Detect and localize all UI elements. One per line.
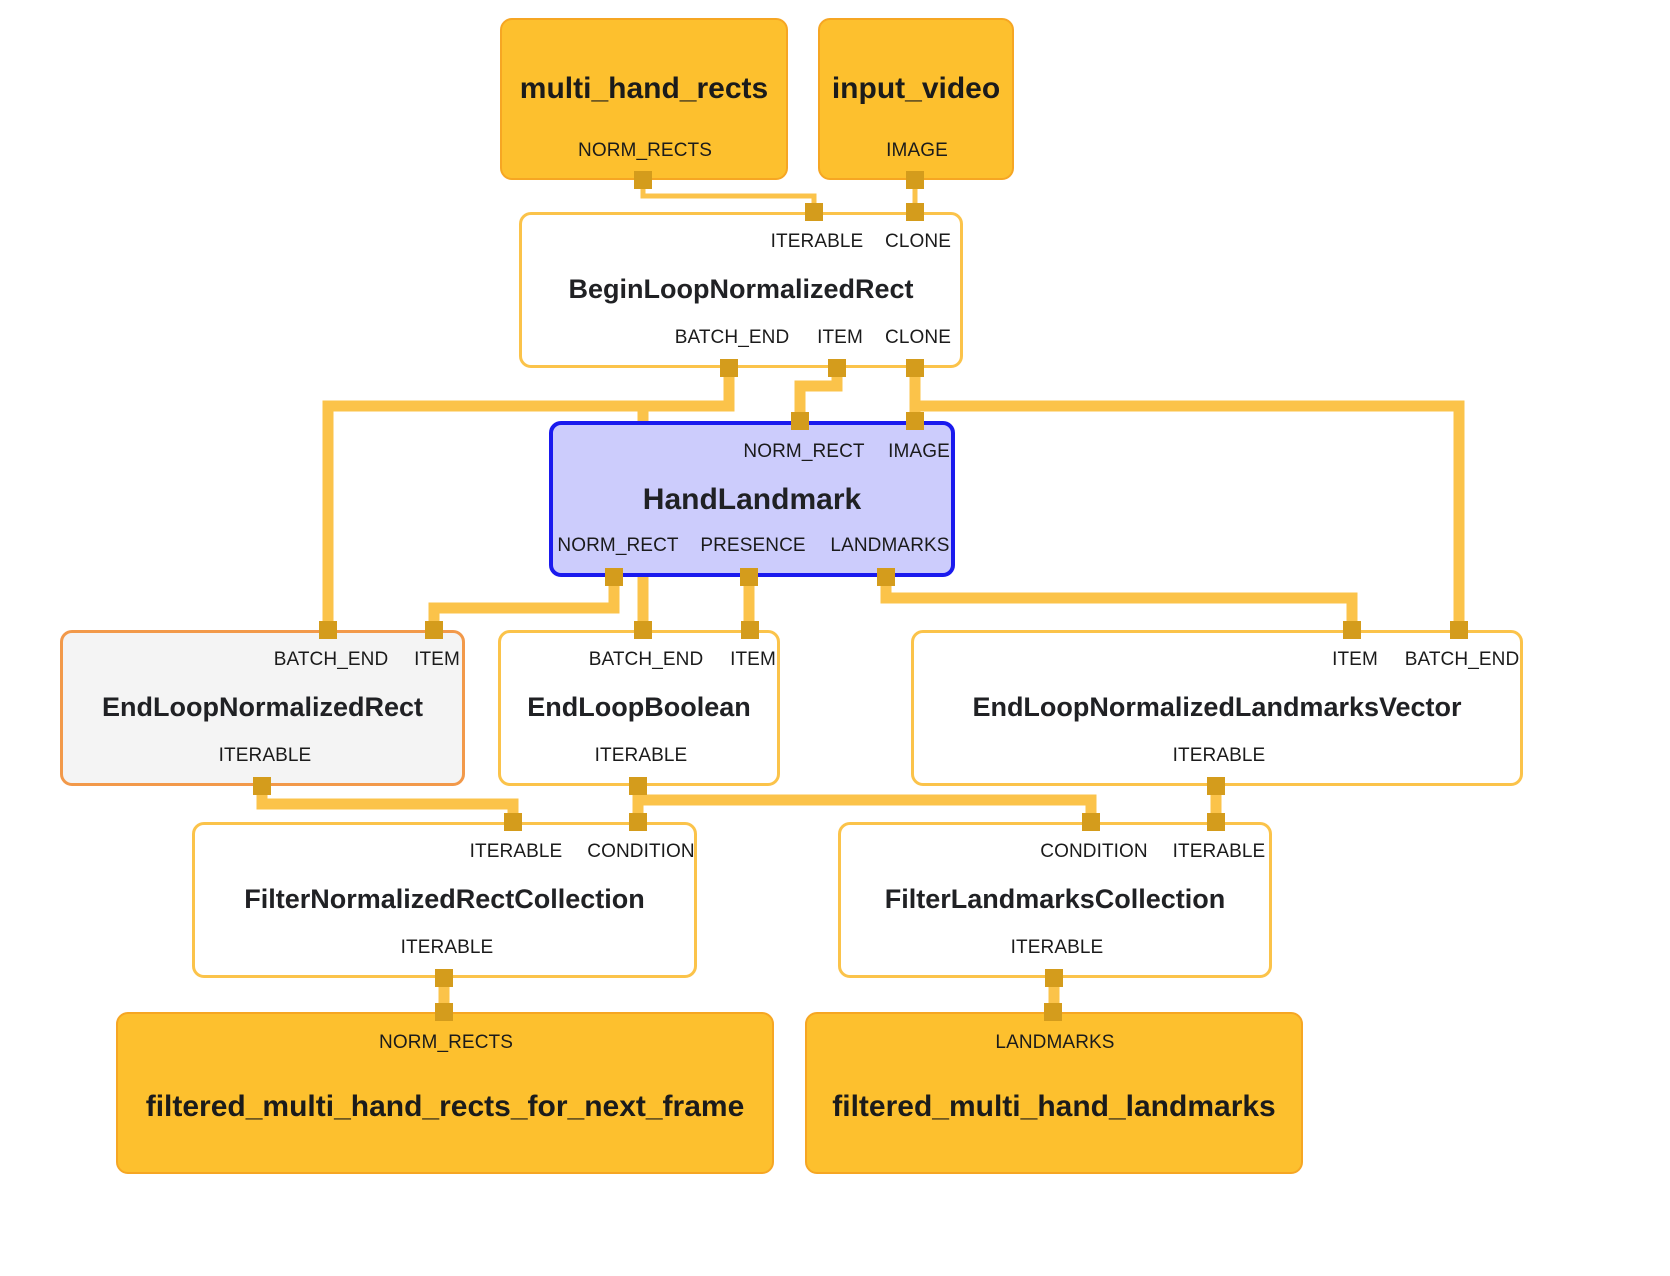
node-hand-landmark[interactable]: NORM_RECT IMAGE HandLandmark NORM_RECT P… [549, 421, 955, 577]
port-HandLandmark-LANDMARKS-out[interactable] [877, 568, 895, 586]
port-label-begin-batch-end: BATCH_END [674, 327, 790, 348]
node-title-filter-landmarks-collection: FilterLandmarksCollection [884, 884, 1226, 915]
port-label-fnrc-iterable-out: ITERABLE [400, 937, 494, 958]
node-title-filtered-multi-hand-landmarks: filtered_multi_hand_landmarks [832, 1089, 1276, 1123]
port-BeginLoopNormalizedRect-BATCH_END-out[interactable] [720, 359, 738, 377]
node-end-loop-normalized-rect[interactable]: BATCH_END ITEM EndLoopNormalizedRect ITE… [60, 630, 465, 786]
port-label-fnrc-iterable-in: ITERABLE [469, 841, 563, 862]
port-label-ellv-iterable: ITERABLE [1172, 745, 1266, 766]
port-EndLoopBoolean-BATCH_END-in[interactable] [634, 621, 652, 639]
port-FilterNormalizedRectCollection-ITERABLE-in[interactable] [504, 813, 522, 831]
port-EndLoopBoolean-ITEM-in[interactable] [741, 621, 759, 639]
port-BeginLoopNormalizedRect-ITERABLE-in[interactable] [805, 203, 823, 221]
port-label-hl-image-in: IMAGE [888, 441, 950, 462]
node-title-multi-hand-rects: multi_hand_rects [519, 71, 769, 105]
port-label-fnrc-condition: CONDITION [587, 841, 695, 862]
port-label-elb-item: ITEM [730, 649, 776, 670]
port-BeginLoopNormalizedRect-ITEM-out[interactable] [828, 359, 846, 377]
node-begin-loop-normalized-rect[interactable]: ITERABLE CLONE BeginLoopNormalizedRect B… [519, 212, 963, 368]
port-BeginLoopNormalizedRect-CLONE-in[interactable] [906, 203, 924, 221]
port-label-elr-iterable: ITERABLE [218, 745, 312, 766]
port-label-hl-norm-rect-out: NORM_RECT [557, 535, 679, 556]
port-label-begin-iterable-in: ITERABLE [770, 231, 864, 252]
port-label-fmhr-norm-rects: NORM_RECTS [378, 1032, 514, 1053]
port-filtered_multi_hand_rects_for_next_frame-NORM_RECTS-in[interactable] [435, 1003, 453, 1021]
port-HandLandmark-PRESENCE-out[interactable] [740, 568, 758, 586]
port-EndLoopBoolean-ITERABLE-out[interactable] [629, 777, 647, 795]
node-input-video[interactable]: input_video IMAGE [818, 18, 1014, 180]
port-label-hl-norm-rect-in: NORM_RECT [743, 441, 865, 462]
port-EndLoopNormalizedRect-BATCH_END-in[interactable] [319, 621, 337, 639]
port-label-ellv-item: ITEM [1332, 649, 1378, 670]
node-title-end-loop-normalized-landmarks-vector: EndLoopNormalizedLandmarksVector [972, 692, 1462, 723]
edge-handlandmark-landmarks-to-endlooplmv-item [880, 577, 1358, 630]
port-label-image: IMAGE [886, 140, 948, 161]
port-HandLandmark-NORM_RECT-out[interactable] [605, 568, 623, 586]
node-multi-hand-rects[interactable]: multi_hand_rects NORM_RECTS [500, 18, 788, 180]
edge-beginloop-clone-to-endloop-landmarks-batchend [909, 368, 1465, 630]
port-FilterNormalizedRectCollection-CONDITION-in[interactable] [629, 813, 647, 831]
port-input_video-IMAGE-out[interactable] [906, 171, 924, 189]
node-end-loop-boolean[interactable]: BATCH_END ITEM EndLoopBoolean ITERABLE [498, 630, 780, 786]
edge-endlooprect-iterable-to-filterrect-iterable [256, 786, 519, 822]
port-label-flc-iterable-in: ITERABLE [1172, 841, 1266, 862]
node-title-begin-loop-normalized-rect: BeginLoopNormalizedRect [568, 274, 914, 305]
node-title-end-loop-normalized-rect: EndLoopNormalizedRect [101, 692, 424, 723]
port-label-elr-item: ITEM [414, 649, 460, 670]
port-label-elb-iterable: ITERABLE [594, 745, 688, 766]
port-label-norm-rects: NORM_RECTS [577, 140, 713, 161]
node-filter-landmarks-collection[interactable]: CONDITION ITERABLE FilterLandmarksCollec… [838, 822, 1272, 978]
node-title-hand-landmark: HandLandmark [642, 482, 862, 516]
port-label-flc-condition: CONDITION [1040, 841, 1148, 862]
port-EndLoopNormalizedRect-ITERABLE-out[interactable] [253, 777, 271, 795]
node-end-loop-normalized-landmarks-vector[interactable]: ITEM BATCH_END EndLoopNormalizedLandmark… [911, 630, 1523, 786]
node-title-input-video: input_video [831, 71, 1001, 105]
port-multi_hand_rects-NORM_RECTS-out[interactable] [634, 171, 652, 189]
port-EndLoopNormalizedLandmarksVector-ITERABLE-out[interactable] [1207, 777, 1225, 795]
port-label-begin-clone-out: CLONE [885, 327, 951, 348]
node-title-filtered-multi-hand-rects-for-next-frame: filtered_multi_hand_rects_for_next_frame [145, 1089, 745, 1123]
port-HandLandmark-IMAGE-in[interactable] [906, 412, 924, 430]
edge-multi-hand-rects-to-beginloop [640, 180, 817, 212]
port-label-begin-clone-in: CLONE [885, 231, 951, 252]
node-filtered-multi-hand-rects-for-next-frame[interactable]: NORM_RECTS filtered_multi_hand_rects_for… [116, 1012, 774, 1174]
port-FilterLandmarksCollection-ITERABLE-in[interactable] [1207, 813, 1225, 831]
port-EndLoopNormalizedLandmarksVector-ITEM-in[interactable] [1343, 621, 1361, 639]
node-title-filter-normalized-rect-collection: FilterNormalizedRectCollection [244, 884, 645, 915]
node-filtered-multi-hand-landmarks[interactable]: LANDMARKS filtered_multi_hand_landmarks [805, 1012, 1303, 1174]
port-label-begin-item: ITEM [817, 327, 863, 348]
port-label-hl-landmarks: LANDMARKS [830, 535, 950, 556]
port-EndLoopNormalizedLandmarksVector-BATCH_END-in[interactable] [1450, 621, 1468, 639]
port-filtered_multi_hand_landmarks-LANDMARKS-in[interactable] [1044, 1003, 1062, 1021]
port-label-flc-iterable-out: ITERABLE [1010, 937, 1104, 958]
port-FilterLandmarksCollection-CONDITION-in[interactable] [1082, 813, 1100, 831]
port-FilterLandmarksCollection-ITERABLE-out[interactable] [1045, 969, 1063, 987]
port-label-ellv-batch-end: BATCH_END [1404, 649, 1520, 670]
edge-endloopbool-iterable-to-filterlm-condition [638, 794, 1097, 822]
port-HandLandmark-NORM_RECT-in[interactable] [791, 412, 809, 430]
port-EndLoopNormalizedRect-ITEM-in[interactable] [425, 621, 443, 639]
port-label-elb-batch-end: BATCH_END [588, 649, 704, 670]
port-label-hl-presence: PRESENCE [700, 535, 806, 556]
node-filter-normalized-rect-collection[interactable]: ITERABLE CONDITION FilterNormalizedRectC… [192, 822, 697, 978]
node-title-end-loop-boolean: EndLoopBoolean [527, 692, 751, 723]
edge-handlandmark-normrect-to-endlooprect-item [428, 577, 620, 630]
port-label-fmhl-landmarks: LANDMARKS [995, 1032, 1115, 1053]
port-FilterNormalizedRectCollection-ITERABLE-out[interactable] [435, 969, 453, 987]
port-BeginLoopNormalizedRect-CLONE-out[interactable] [906, 359, 924, 377]
port-label-elr-batch-end: BATCH_END [273, 649, 389, 670]
